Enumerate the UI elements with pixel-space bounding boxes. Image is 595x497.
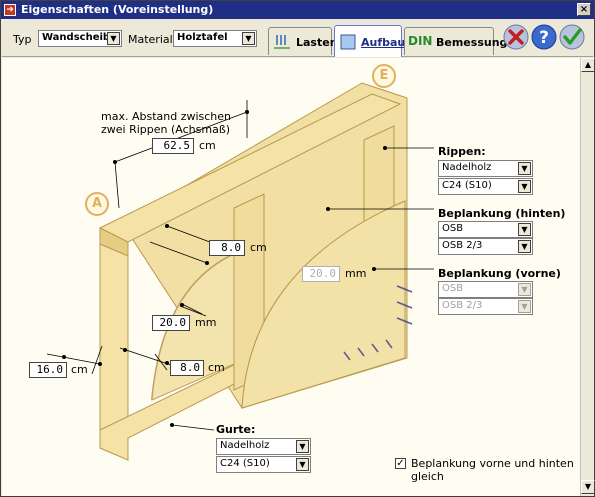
scroll-down-button[interactable]: ▼ [581, 480, 595, 494]
gurte-grade-value: C24 (S10) [220, 458, 270, 469]
same-sheathing-label: Beplankung vorne und hinten gleich [411, 457, 574, 483]
window-title: Eigenschaften (Voreinstellung) [21, 3, 214, 16]
gurte-material-value: Nadelholz [220, 440, 270, 451]
help-button[interactable]: ? [531, 24, 557, 50]
chevron-down-icon: ▼ [296, 440, 309, 453]
chord-width-input[interactable]: 8.0 [170, 360, 204, 376]
sheathing-front-thickness-unit: mm [345, 267, 367, 280]
tab-bemessung[interactable]: DIN Bemessung [404, 27, 507, 55]
beplankung-hinten-material-value: OSB [442, 223, 464, 234]
ok-button[interactable] [559, 24, 585, 50]
tab-aufbau-label: Aufbau [361, 36, 406, 49]
beplankung-vorne-material-value: OSB [442, 283, 464, 294]
toolbar: Typ Wandscheibe ▼ Material Holztafel ▼ L… [2, 20, 593, 57]
beplankung-hinten-title: Beplankung (hinten) [438, 207, 566, 220]
typ-select-value: Wandscheibe [42, 32, 117, 43]
typ-label: Typ [13, 33, 32, 46]
chevron-down-icon: ▼ [518, 162, 531, 175]
tab-lasten-label: Lasten [296, 36, 338, 49]
app-icon: ➜ [4, 4, 16, 16]
rib-spacing-caption-2: zwei Rippen (Achsmaß) [101, 123, 231, 136]
rippen-grade-select[interactable]: C24 (S10) ▼ [438, 178, 533, 195]
rib-spacing-unit: cm [199, 139, 216, 152]
tab-aufbau[interactable]: Aufbau [334, 25, 406, 57]
beplankung-vorne-title: Beplankung (vorne) [438, 267, 561, 280]
rib-spacing-input[interactable]: 62.5 [152, 138, 194, 154]
construction-panel: E A max. Abstand zwischen zwei Rippen (A… [2, 58, 580, 496]
sheathing-back-thickness-unit: mm [195, 316, 217, 329]
chord-width-unit: cm [208, 361, 225, 374]
sheathing-back-thickness-input[interactable]: 20.0 [152, 315, 190, 331]
view-marker-e: E [372, 64, 396, 88]
din-icon: DIN [408, 34, 433, 48]
chevron-down-icon: ▼ [518, 180, 531, 193]
gurte-material-select[interactable]: Nadelholz ▼ [216, 438, 311, 455]
scroll-up-button[interactable]: ▲ [581, 58, 595, 72]
view-marker-a: A [85, 192, 109, 216]
beplankung-vorne-grade-select[interactable]: OSB 2/3 ▼ [438, 298, 533, 315]
rib-width-input[interactable]: 8.0 [209, 240, 245, 256]
chevron-down-icon: ▼ [107, 32, 120, 45]
rippen-material-value: Nadelholz [442, 162, 492, 173]
sheathing-front-thickness-input[interactable]: 20.0 [302, 266, 340, 282]
beplankung-hinten-material-select[interactable]: OSB ▼ [438, 221, 533, 238]
panel-icon [340, 34, 356, 50]
material-label: Material [128, 33, 173, 46]
rib-width-unit: cm [250, 241, 267, 254]
cancel-button[interactable] [503, 24, 529, 50]
wall-frame-drawing [46, 82, 434, 461]
tab-lasten[interactable]: Lasten [268, 27, 338, 55]
svg-text:?: ? [539, 28, 549, 48]
typ-select[interactable]: Wandscheibe ▼ [38, 30, 122, 47]
beplankung-hinten-grade-select[interactable]: OSB 2/3 ▼ [438, 238, 533, 255]
loads-icon [274, 35, 290, 49]
rib-spacing-caption-1: max. Abstand zwischen [101, 110, 232, 123]
rippen-grade-value: C24 (S10) [442, 180, 492, 191]
gurte-title: Gurte: [216, 423, 256, 436]
chevron-down-icon: ▼ [242, 32, 255, 45]
beplankung-vorne-grade-value: OSB 2/3 [442, 300, 483, 311]
tab-bemessung-label: Bemessung [436, 36, 508, 49]
title-bar: ➜ Eigenschaften (Voreinstellung) × [1, 1, 594, 19]
gurte-grade-select[interactable]: C24 (S10) ▼ [216, 456, 311, 473]
chevron-down-icon: ▼ [518, 223, 531, 236]
chevron-down-icon: ▼ [296, 458, 309, 471]
chevron-down-icon: ▼ [518, 300, 531, 313]
same-sheathing-checkbox[interactable]: ✓ [395, 458, 406, 469]
rippen-title: Rippen: [438, 145, 486, 158]
material-select[interactable]: Holztafel ▼ [173, 30, 257, 47]
chevron-down-icon: ▼ [518, 283, 531, 296]
close-button[interactable]: × [577, 3, 591, 16]
material-select-value: Holztafel [177, 32, 228, 43]
beplankung-vorne-material-select[interactable]: OSB ▼ [438, 281, 533, 298]
chevron-down-icon: ▼ [518, 240, 531, 253]
rippen-material-select[interactable]: Nadelholz ▼ [438, 160, 533, 177]
vertical-scrollbar[interactable]: ▲ ▼ [580, 58, 595, 496]
chord-height-input[interactable]: 16.0 [29, 362, 67, 378]
chord-height-unit: cm [71, 363, 88, 376]
beplankung-hinten-grade-value: OSB 2/3 [442, 240, 483, 251]
